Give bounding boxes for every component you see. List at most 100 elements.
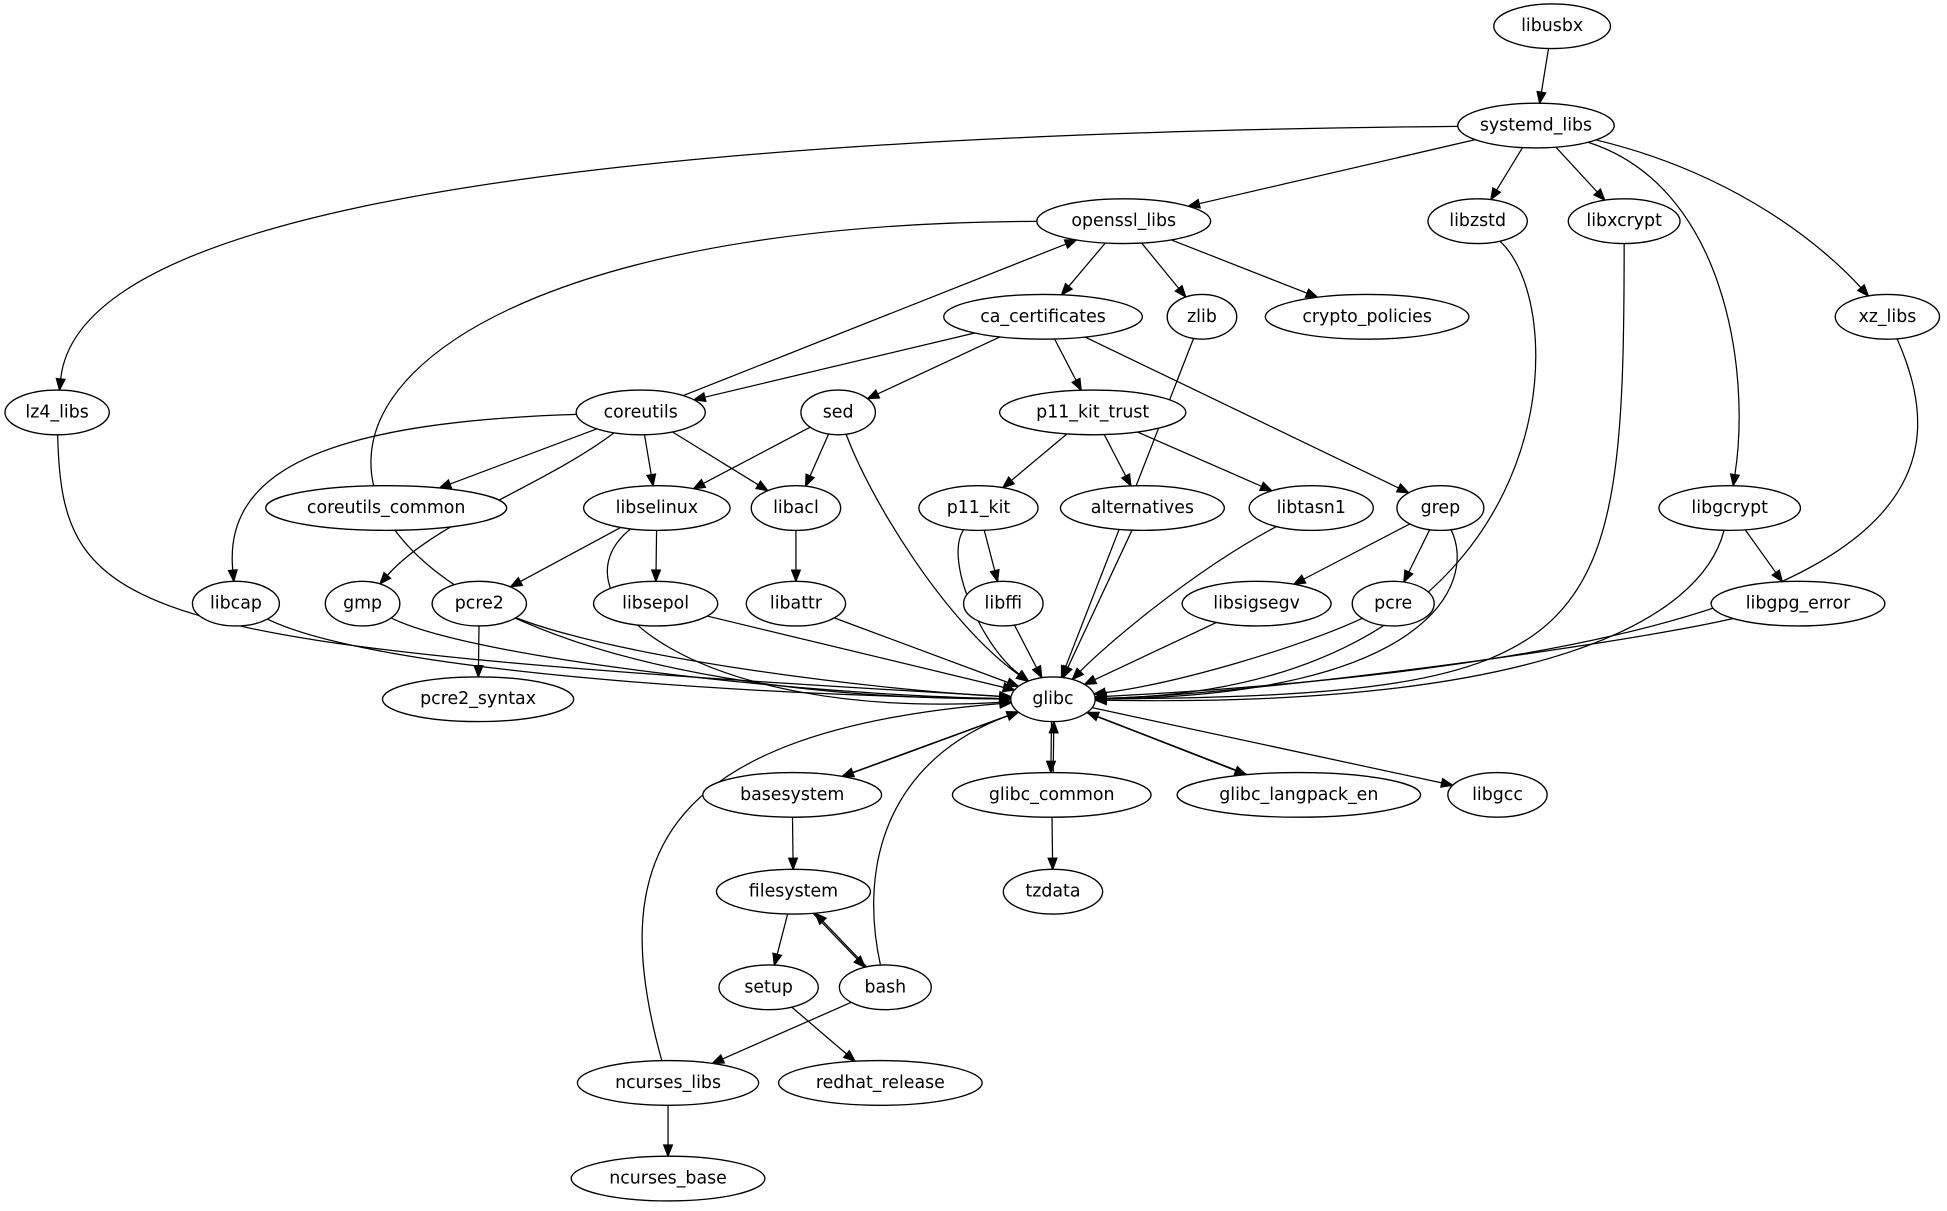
node-libffi[interactable]: libffi	[962, 580, 1044, 627]
arrowhead-icon	[1258, 481, 1274, 492]
node-label: libgcc	[1472, 785, 1523, 805]
edge-libffi-to-glibc	[1013, 624, 1043, 680]
node-ncurses_base[interactable]: ncurses_base	[570, 1155, 766, 1202]
edge-coreutils-to-coreutils_common	[437, 428, 598, 489]
node-libsigsegv[interactable]: libsigsegv	[1181, 580, 1332, 627]
arrowhead-icon	[1005, 677, 1021, 688]
node-pcre2_syntax[interactable]: pcre2_syntax	[381, 676, 575, 723]
node-label: glibc	[1032, 689, 1073, 709]
edge-p11_kit_trust-to-alternatives	[1103, 434, 1132, 488]
edge-line	[1052, 732, 1055, 773]
node-basesystem[interactable]: basesystem	[702, 771, 883, 818]
node-ellipse	[592, 580, 719, 627]
node-glibc[interactable]: glibc	[1010, 676, 1096, 723]
node-libsepol[interactable]: libsepol	[592, 580, 719, 627]
node-libattr[interactable]: libattr	[745, 580, 847, 627]
arrowhead-icon	[989, 568, 1000, 584]
node-ellipse	[582, 484, 731, 532]
node-libgpg_error[interactable]: libgpg_error	[1710, 580, 1886, 627]
edge-line	[1084, 336, 1399, 489]
node-libgcrypt[interactable]: libgcrypt	[1658, 484, 1802, 532]
node-libzstd[interactable]: libzstd	[1427, 198, 1528, 245]
edge-ca_certificates-to-sed	[866, 336, 1001, 400]
edge-line	[722, 1001, 852, 1060]
arrowhead-icon	[1001, 476, 1016, 489]
node-label: glibc_langpack_en	[1219, 785, 1378, 805]
edge-openssl_libs-to-crypto_policies	[1171, 239, 1320, 298]
node-libacl[interactable]: libacl	[750, 484, 842, 532]
node-ellipse	[1264, 293, 1470, 340]
node-bash[interactable]: bash	[838, 964, 932, 1011]
node-pcre2[interactable]: pcre2	[431, 580, 528, 627]
node-p11_kit[interactable]: p11_kit	[918, 484, 1039, 532]
node-ellipse	[998, 389, 1187, 436]
arrowhead-icon	[437, 478, 453, 489]
node-ellipse	[718, 964, 819, 1011]
edge-libacl-to-libattr	[790, 530, 802, 583]
node-ellipse	[1457, 102, 1615, 149]
node-gmp[interactable]: gmp	[324, 580, 401, 627]
node-label: bash	[864, 977, 906, 997]
node-lz4_libs[interactable]: lz4_libs	[4, 389, 110, 436]
edge-alternatives-to-glibc	[1062, 529, 1133, 680]
node-label: pcre2	[455, 594, 504, 614]
edge-line	[1496, 147, 1524, 191]
node-libtasn1[interactable]: libtasn1	[1248, 484, 1375, 532]
node-crypto_policies[interactable]: crypto_policies	[1264, 293, 1470, 340]
arrowhead-icon	[1062, 664, 1073, 680]
arrowhead-icon	[692, 391, 707, 403]
edge-line	[1067, 529, 1133, 668]
node-zlib[interactable]: zlib	[1166, 293, 1238, 340]
node-libxcrypt[interactable]: libxcrypt	[1567, 198, 1681, 245]
node-grep[interactable]: grep	[1396, 484, 1485, 532]
edge-libselinux-to-pcre2	[508, 526, 622, 588]
edge-glibc_common-to-tzdata	[1047, 817, 1058, 872]
node-openssl_libs[interactable]: openssl_libs	[1036, 198, 1212, 245]
arrowhead-icon	[1063, 239, 1078, 250]
node-systemd_libs[interactable]: systemd_libs	[1457, 102, 1615, 149]
node-label: sed	[823, 402, 854, 422]
node-ellipse	[800, 389, 877, 436]
node-libcap[interactable]: libcap	[191, 580, 281, 627]
edge-libsigsegv-to-glibc	[1083, 621, 1217, 686]
edge-openssl_libs-to-zlib	[1141, 242, 1187, 299]
node-coreutils[interactable]: coreutils	[575, 389, 706, 436]
edge-p11_kit_trust-to-p11_kit	[1001, 433, 1068, 489]
node-libgcc[interactable]: libgcc	[1447, 771, 1548, 818]
edge-ca_certificates-to-coreutils	[692, 332, 975, 403]
node-libusbx[interactable]: libusbx	[1493, 3, 1612, 50]
node-redhat_release[interactable]: redhat_release	[777, 1059, 983, 1106]
node-ca_certificates[interactable]: ca_certificates	[943, 293, 1144, 340]
node-ellipse	[962, 580, 1044, 627]
node-coreutils_common[interactable]: coreutils_common	[265, 484, 508, 532]
edge-lz4_libs-to-glibc	[57, 434, 1013, 702]
node-ncurses_libs[interactable]: ncurses_libs	[576, 1059, 760, 1106]
edge-sed-to-glibc	[845, 434, 1030, 683]
node-setup[interactable]: setup	[718, 964, 819, 1011]
node-sed[interactable]: sed	[800, 389, 877, 436]
edge-basesystem-to-filesystem	[787, 817, 799, 872]
node-filesystem[interactable]: filesystem	[715, 868, 872, 915]
edge-xz_libs-to-glibc	[1093, 338, 1919, 702]
node-xz_libs[interactable]: xz_libs	[1834, 293, 1941, 340]
node-pcre[interactable]: pcre	[1351, 580, 1435, 627]
node-alternatives[interactable]: alternatives	[1059, 484, 1226, 532]
node-glibc_langpack_en[interactable]: glibc_langpack_en	[1176, 771, 1422, 818]
edge-p11_kit-to-libffi	[983, 530, 1000, 584]
arrowhead-icon	[1174, 284, 1187, 299]
edge-bash-to-ncurses_libs	[710, 1001, 852, 1065]
node-label: coreutils	[604, 402, 678, 422]
node-glibc_common[interactable]: glibc_common	[951, 771, 1152, 818]
edge-glibc-to-libgcc	[1091, 707, 1455, 788]
arrowhead-icon	[1856, 283, 1870, 298]
node-label: pcre	[1374, 594, 1412, 614]
node-p11_kit_trust[interactable]: p11_kit_trust	[998, 389, 1187, 436]
edge-line	[641, 702, 1001, 1061]
node-tzdata[interactable]: tzdata	[1002, 868, 1104, 915]
node-libselinux[interactable]: libselinux	[582, 484, 731, 532]
edge-ca_certificates-to-grep	[1084, 336, 1411, 494]
node-ellipse	[745, 580, 847, 627]
edge-line	[231, 413, 577, 571]
arrowhead-icon	[378, 571, 392, 586]
node-label: libattr	[770, 594, 823, 614]
